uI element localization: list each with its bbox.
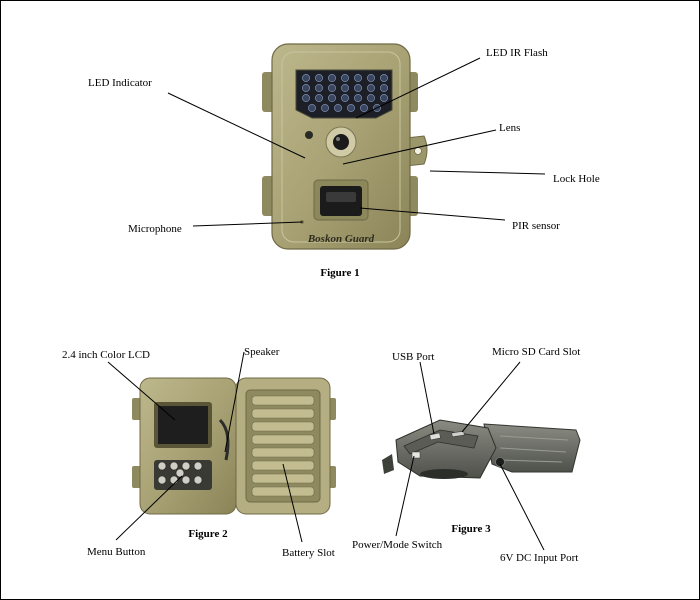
ir-led [341, 94, 349, 102]
label-menu-button: Menu Button [87, 546, 146, 558]
battery-row [251, 447, 315, 458]
ir-led [354, 84, 362, 92]
label-microphone: Microphone [128, 223, 182, 235]
figure1-camera: Boskon Guard [262, 43, 428, 250]
figure3-camera [382, 419, 581, 479]
label-usb-port: USB Port [392, 351, 435, 363]
ir-led [321, 104, 329, 112]
label-power-mode: Power/Mode Switch [352, 539, 443, 551]
figure2-caption: Figure 2 [188, 528, 228, 540]
lens-glare [336, 137, 340, 141]
menu-button [193, 475, 203, 485]
dc-input-port [495, 457, 505, 467]
leader-pir-sensor [359, 207, 506, 221]
pir-sensor-window [326, 192, 356, 202]
menu-button [169, 461, 179, 471]
battery-slot [245, 389, 321, 503]
menu-button [169, 475, 179, 485]
label-lens: Lens [499, 122, 520, 134]
menu-button [193, 461, 203, 471]
menu-button [157, 475, 167, 485]
menu-button [181, 461, 191, 471]
leader-power-mode [395, 455, 415, 537]
menu-button [157, 461, 167, 471]
ir-led [360, 104, 368, 112]
ir-led [380, 74, 388, 82]
ir-led [328, 84, 336, 92]
hinge-cable [218, 418, 230, 461]
leader-usb-port [419, 361, 435, 435]
ir-led [302, 84, 310, 92]
label-speaker: Speaker [244, 346, 280, 358]
battery-row [251, 486, 315, 497]
ir-led [367, 84, 375, 92]
battery-row [251, 473, 315, 484]
battery-rows [251, 395, 315, 497]
leader-lcd [107, 361, 176, 421]
led-ir-flash [302, 74, 388, 112]
usb-port [429, 432, 441, 441]
ir-led [354, 74, 362, 82]
label-led-ir-flash: LED IR Flash [486, 47, 548, 59]
leader-lens [342, 129, 497, 165]
led-ir-flash-panel [295, 69, 393, 119]
brand-logo: Boskon Guard [307, 233, 375, 245]
lens [333, 134, 349, 150]
micro-sd-slot [451, 430, 465, 438]
lock-hole [414, 147, 422, 155]
ir-led [354, 94, 362, 102]
ir-led [315, 94, 323, 102]
label-pir-sensor: PIR sensor [512, 220, 560, 232]
figure3-caption: Figure 3 [451, 523, 491, 535]
leader-menu-button [115, 475, 183, 541]
ir-led [380, 84, 388, 92]
ir-led [367, 94, 375, 102]
figure1-caption: Figure 1 [320, 267, 359, 279]
ir-led [315, 84, 323, 92]
power-mode-switch [411, 451, 421, 459]
leader-lock-hole [429, 170, 546, 175]
ir-led [328, 74, 336, 82]
ir-led [315, 74, 323, 82]
ir-led [347, 104, 355, 112]
ir-led [367, 74, 375, 82]
battery-row [251, 395, 315, 406]
menu-button [175, 468, 185, 478]
menu-button [181, 475, 191, 485]
figure2-camera [132, 377, 336, 515]
battery-row [251, 408, 315, 419]
lid-ribs [499, 435, 569, 463]
label-dc-input: 6V DC Input Port [500, 552, 578, 564]
label-lcd: 2.4 inch Color LCD [62, 349, 150, 361]
leader-led-ir-flash [355, 57, 481, 119]
label-lock-hole: Lock Hole [553, 173, 600, 185]
label-led-indicator: LED Indicator [88, 77, 152, 89]
strap-clips [382, 454, 394, 474]
ir-led [334, 104, 342, 112]
label-battery-slot: Battery Slot [282, 547, 335, 559]
leader-battery-slot [282, 463, 303, 543]
ir-led [328, 94, 336, 102]
battery-row [251, 421, 315, 432]
leader-dc-input [499, 463, 545, 551]
ir-led [341, 74, 349, 82]
ir-led [302, 74, 310, 82]
leader-micro-sd [461, 361, 521, 433]
led-indicator [305, 131, 313, 139]
battery-row [251, 434, 315, 445]
ir-led [308, 104, 316, 112]
leader-led-indicator [167, 92, 306, 159]
leader-microphone [192, 221, 303, 227]
ir-led [302, 94, 310, 102]
ir-led [380, 94, 388, 102]
base-bottom [420, 469, 468, 479]
label-micro-sd: Micro SD Card Slot [492, 346, 580, 358]
ir-led [341, 84, 349, 92]
leader-speaker [224, 351, 245, 453]
